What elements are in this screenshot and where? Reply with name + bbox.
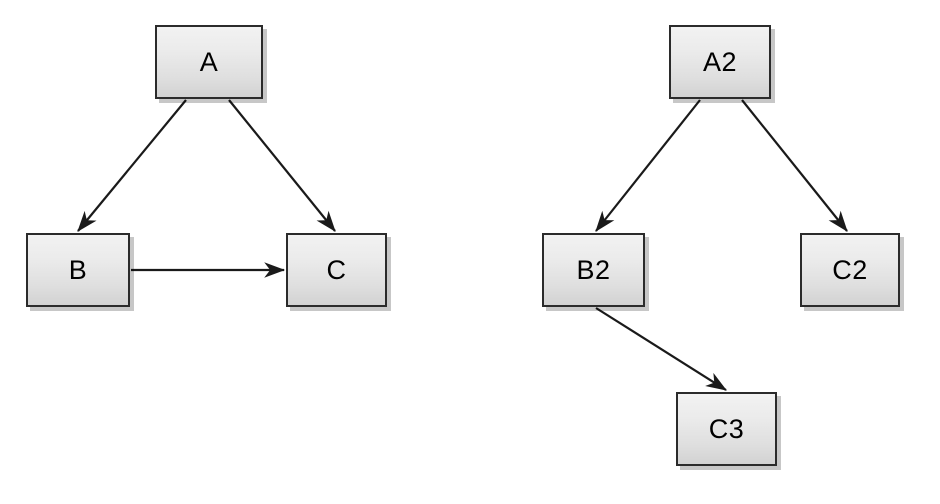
- edge-a-c: [228, 99, 336, 232]
- node-c3-label: C3: [708, 413, 745, 444]
- node-c[interactable]: C: [286, 233, 387, 307]
- node-c3[interactable]: C3: [676, 392, 777, 466]
- node-b-label: B: [68, 254, 88, 285]
- edges-group: [77, 99, 848, 391]
- node-b[interactable]: B: [26, 233, 130, 307]
- node-c2-label: C2: [832, 254, 868, 285]
- edge-a-b: [77, 99, 187, 232]
- node-a2-label: A2: [702, 46, 738, 77]
- node-a[interactable]: A: [155, 25, 263, 99]
- node-b2-label: B2: [576, 254, 611, 285]
- edge-b2-c3: [595, 307, 727, 391]
- edge-a2-b2: [595, 99, 701, 232]
- node-a-label: A: [199, 46, 219, 77]
- node-a2[interactable]: A2: [669, 25, 771, 99]
- edge-a2-c2: [741, 99, 848, 232]
- node-b2[interactable]: B2: [542, 233, 645, 307]
- node-c2[interactable]: C2: [800, 233, 900, 307]
- node-c-label: C: [326, 254, 347, 285]
